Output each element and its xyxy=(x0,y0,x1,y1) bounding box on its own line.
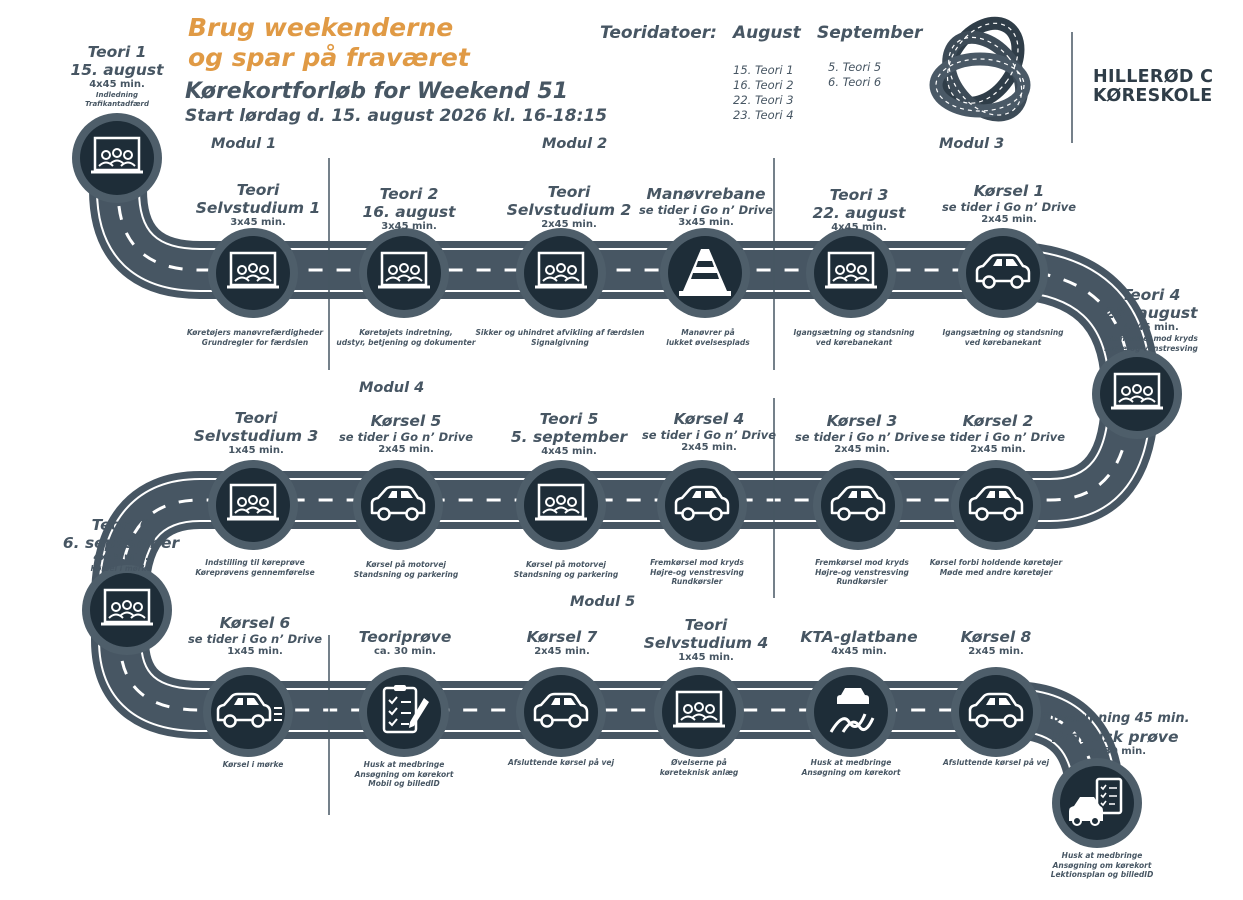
node-desc-teori2: Køretøjets indretning, udstyr, betjening… xyxy=(336,328,476,347)
node-teori2 xyxy=(359,228,449,318)
node-label-korsel1: Kørsel 1 se tider i Go n’ Drive 2x45 min… xyxy=(941,182,1077,225)
node-label-korsel4: Kørsel 4 se tider i Go n’ Drive 2x45 min… xyxy=(641,410,777,453)
node-label-kta: KTA-glatbane 4x45 min. xyxy=(800,628,918,657)
node-teori4 xyxy=(1092,349,1182,439)
node-desc-korsel8: Afsluttende kørsel på vej xyxy=(942,758,1050,767)
node-korsel8 xyxy=(951,667,1041,757)
node-desc-korsel1: Igangsætning og standsning ved kørebanek… xyxy=(942,328,1064,347)
module-4-label: Modul 4 xyxy=(359,380,425,396)
start-date: Start lørdag d. 15. august 2026 kl. 16-1… xyxy=(185,106,608,126)
node-teori5 xyxy=(516,460,606,550)
node-label-teori6: Teori 6 6. september 4x45 min. Kørsel i … xyxy=(62,516,180,573)
page-title: Kørekortforløb for Weekend 51 xyxy=(185,79,569,104)
node-label-teori2: Teori 2 16. august 3x45 min. xyxy=(362,185,456,232)
node-selv2 xyxy=(516,228,606,318)
node-label-korsel5: Kørsel 5 se tider i Go n’ Drive 2x45 min… xyxy=(338,412,474,455)
node-label-manovre: Manøvrebane se tider i Go n’ Drive 3x45 … xyxy=(638,185,774,228)
node-desc-manovre: Manøvrer på lukket øvelsesplads xyxy=(666,328,750,347)
september-heading: September xyxy=(817,23,923,43)
logo-icon xyxy=(929,16,1031,122)
theory-dates-label: Teoridatoer: xyxy=(600,23,717,43)
node-praktisk xyxy=(1052,758,1142,848)
node-selv1 xyxy=(208,228,298,318)
node-selv4 xyxy=(654,667,744,757)
node-teori3 xyxy=(806,228,896,318)
node-desc-selv2: Sikker og uhindret afvikling af færdslen… xyxy=(475,328,645,347)
brand-name: HILLERØD C KØRESKOLE xyxy=(1093,67,1214,106)
node-korsel2 xyxy=(951,460,1041,550)
node-desc-korsel2: Kørsel forbi holdende køretøjer Møde med… xyxy=(929,558,1063,577)
node-desc-kta: Husk at medbringe Ansøgning om kørekort xyxy=(801,758,901,777)
node-label-teori3: Teori 3 22. august 4x45 min. xyxy=(812,186,906,233)
node-label-selv2: Teori Selvstudium 2 2x45 min. xyxy=(506,183,632,230)
node-desc-teori3: Igangsætning og standsning ved kørebanek… xyxy=(793,328,915,347)
node-desc-korsel6: Kørsel i mørke xyxy=(222,760,284,769)
node-korsel5 xyxy=(353,460,443,550)
module-5-label: Modul 5 xyxy=(570,594,636,610)
node-desc-korsel4: Fremkørsel mod kryds Højre-og venstresvi… xyxy=(650,558,744,586)
node-label-teoriprove: Teoriprøve ca. 30 min. xyxy=(358,628,452,657)
node-label-selv1: Teori Selvstudium 1 3x45 min. xyxy=(195,181,321,228)
node-label-selv4: Teori Selvstudium 4 1x45 min. xyxy=(643,616,769,663)
node-label-korsel8: Kørsel 8 2x45 min. xyxy=(960,628,1032,657)
node-label-teori4: Teori 4 23. august 4x45 min. Fremkørsel … xyxy=(1104,286,1198,353)
node-manovre xyxy=(660,228,750,318)
tagline-line-1: Brug weekenderne xyxy=(188,13,454,42)
node-korsel6 xyxy=(203,667,293,757)
august-dates: 15. Teori 1 16. Teori 2 22. Teori 3 23. … xyxy=(733,63,794,122)
node-teoriprove xyxy=(359,667,449,757)
node-label-korsel2: Kørsel 2 se tider i Go n’ Drive 2x45 min… xyxy=(930,412,1066,455)
node-desc-korsel5: Kørsel på motorvej Standsning og parkeri… xyxy=(353,560,459,579)
node-label-praktisk: Opvarmning 45 min. Praktisk prøve ca. 30… xyxy=(1040,711,1190,757)
node-teori1 xyxy=(72,113,162,203)
node-desc-selv4: Øvelserne på køreteknisk anlæg xyxy=(659,758,739,777)
node-korsel3 xyxy=(813,460,903,550)
node-label-teori5: Teori 5 5. september 4x45 min. xyxy=(510,410,628,457)
node-selv3 xyxy=(208,460,298,550)
node-desc-korsel3: Fremkørsel mod kryds Højre-og venstresvi… xyxy=(815,558,909,586)
node-korsel1 xyxy=(958,228,1048,318)
node-label-korsel6: Kørsel 6 se tider i Go n’ Drive 1x45 min… xyxy=(187,614,323,657)
node-desc-teori5: Kørsel på motorvej Standsning og parkeri… xyxy=(513,560,619,579)
node-desc-teoriprove: Husk at medbringe Ansøgning om kørekort … xyxy=(354,760,454,788)
node-desc-selv1: Køretøjers manøvrefærdigheder Grundregle… xyxy=(186,328,324,347)
node-kta xyxy=(806,667,896,757)
node-korsel7 xyxy=(516,667,606,757)
node-desc-korsel7: Afsluttende kørsel på vej xyxy=(507,758,615,767)
node-desc-selv3: Indstilling til køreprøve Køreprøvens ge… xyxy=(195,558,315,577)
module-3-label: Modul 3 xyxy=(939,136,1005,152)
node-label-korsel7: Kørsel 7 2x45 min. xyxy=(526,628,598,657)
node-label-selv3: Teori Selvstudium 3 1x45 min. xyxy=(193,409,319,456)
road-row-2 xyxy=(91,394,1159,601)
module-1-label: Modul 1 xyxy=(211,136,277,152)
module-2-label: Modul 2 xyxy=(542,136,608,152)
august-heading: August xyxy=(733,23,801,43)
node-label-teori1: Teori 1 15. august 4x45 min. Indledning … xyxy=(70,43,164,108)
tagline-line-2: og spar på fraværet xyxy=(188,43,470,72)
node-label-korsel3: Kørsel 3 se tider i Go n’ Drive 2x45 min… xyxy=(794,412,930,455)
node-korsel4 xyxy=(657,460,747,550)
node-desc-praktisk: Husk at medbringe Ansøgning om kørekort … xyxy=(1050,851,1154,879)
node-teori6 xyxy=(82,565,172,655)
september-dates: 5. Teori 5 6. Teori 6 xyxy=(828,60,882,89)
